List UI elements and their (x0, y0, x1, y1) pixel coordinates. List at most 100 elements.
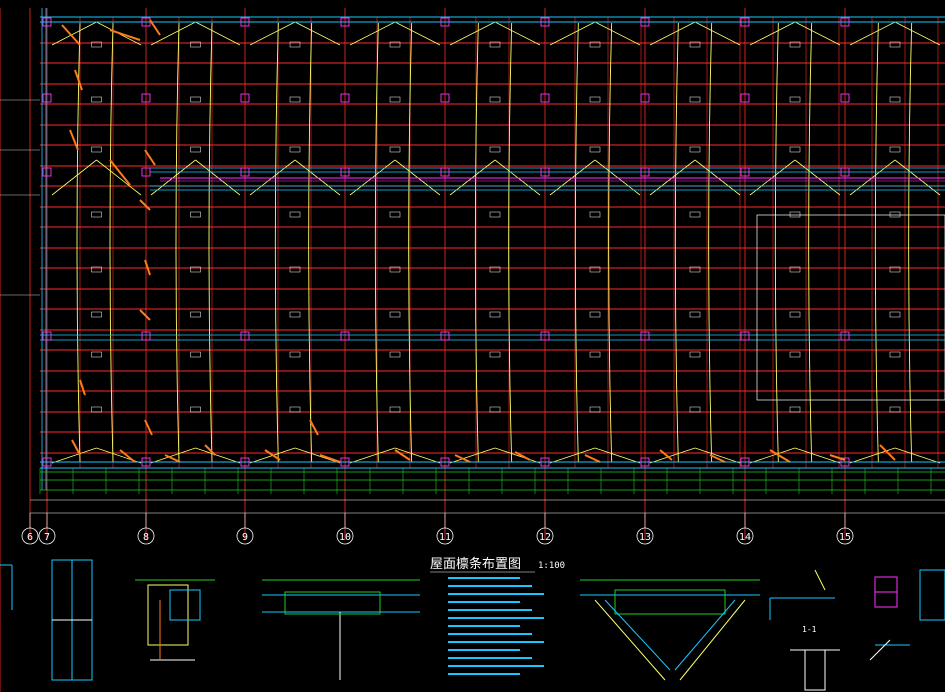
detail-knee-brace (604, 599, 671, 671)
sag-tie-curve (774, 22, 779, 463)
purlin-tag (389, 311, 401, 318)
brace-layer (61, 19, 896, 463)
detail-knee-brace (594, 599, 666, 681)
column-marker (440, 167, 450, 177)
eave-brace-2 (394, 447, 441, 464)
brace-stroke-1 (74, 69, 83, 91)
purlin-tag (589, 266, 601, 273)
axis-label-14: 14 (739, 532, 751, 543)
axis-label-11: 11 (439, 532, 451, 543)
eave-brace-0 (549, 21, 596, 46)
eave-brace-0 (849, 21, 896, 46)
column-marker (640, 331, 650, 341)
purlin-layer (51, 21, 941, 464)
brace-stroke-11 (149, 19, 161, 36)
column-marker (42, 93, 52, 103)
axis-label-9: 9 (242, 532, 248, 543)
sag-tie-curve (508, 22, 513, 463)
purlin-tag (289, 211, 301, 218)
purlin-tag (889, 351, 901, 358)
purlin-tag (889, 146, 901, 153)
sag-tie-curve (574, 22, 579, 463)
purlin-tag (389, 41, 401, 48)
sag-tie-curve (374, 22, 379, 463)
axis-bubble-12 (536, 527, 554, 545)
sag-tie-curve (274, 22, 279, 463)
eave-brace-2 (294, 447, 341, 464)
detail-line (814, 569, 826, 591)
detail-line (869, 639, 891, 661)
brace-stroke-10 (109, 29, 141, 41)
column-marker (240, 331, 250, 341)
purlin-tag (389, 351, 401, 358)
column-marker (540, 167, 550, 177)
purlin-tag (190, 146, 201, 153)
brace-stroke-8 (79, 379, 86, 396)
axis-bubble-11 (436, 527, 454, 545)
column-marker (141, 93, 151, 103)
purlin-tag (689, 41, 701, 48)
axis-bubble-13 (636, 527, 654, 545)
purlin-tag (889, 41, 901, 48)
purlin-tag (489, 96, 501, 103)
purlin-tag (389, 406, 401, 413)
purlin-tag (489, 311, 501, 318)
sag-tie-curve (674, 22, 679, 463)
drawing-title: 屋面檩条布置图 (430, 556, 521, 572)
frame-layer (0, 8, 945, 490)
eave-brace-0 (894, 21, 941, 46)
purlin-tag (190, 266, 201, 273)
purlin-tag (889, 211, 901, 218)
column-marker (141, 331, 151, 341)
detail-knee-brace (679, 599, 746, 681)
purlin-tag (190, 406, 201, 413)
brace-stroke-16 (319, 454, 341, 463)
purlin-tag (289, 266, 301, 273)
purlin-tag (91, 266, 102, 273)
brace-stroke-26 (144, 419, 153, 436)
purlin-tag (689, 406, 701, 413)
purlin-tag (289, 146, 301, 153)
purlin-tag (389, 146, 401, 153)
brace-stroke-27 (309, 419, 319, 436)
column-marker (440, 93, 450, 103)
column-marker (640, 17, 650, 27)
purlin-tag (689, 96, 701, 103)
axis-label-6: 6 (27, 532, 33, 543)
purlin-tag (489, 266, 501, 273)
purlin-tag (589, 211, 601, 218)
detail-bracket-plate (169, 589, 201, 621)
column-marker (540, 331, 550, 341)
eave-brace-2 (51, 447, 97, 464)
purlin-tag (190, 351, 201, 358)
purlin-tag (889, 406, 901, 413)
purlin-tag (289, 311, 301, 318)
section-label-1-1: 1-1 (802, 625, 817, 634)
purlin-tag (190, 311, 201, 318)
column-marker (340, 167, 350, 177)
column-marker (740, 167, 750, 177)
brace-stroke-12 (119, 449, 136, 463)
eave-brace-0 (594, 21, 641, 46)
column-marker (42, 331, 52, 341)
eave-brace-2 (649, 447, 696, 464)
brace-stroke-15 (264, 449, 281, 461)
purlin-tag (91, 96, 102, 103)
sag-tie-curve (708, 22, 713, 463)
column-marker (240, 93, 250, 103)
purlin-tag (689, 266, 701, 273)
purlin-tag (489, 406, 501, 413)
sag-tie-curve (76, 22, 81, 463)
brace-stroke-21 (659, 449, 673, 461)
purlin-tag (789, 41, 801, 48)
purlin-tag (91, 41, 102, 48)
region-outline (756, 214, 945, 401)
brace-stroke-9 (71, 439, 81, 456)
axis-bubble-14 (736, 527, 754, 545)
brace-stroke-4 (144, 149, 156, 166)
axis-label-13: 13 (639, 532, 651, 543)
purlin-tag (789, 406, 801, 413)
sag-tie-curve (408, 22, 413, 463)
